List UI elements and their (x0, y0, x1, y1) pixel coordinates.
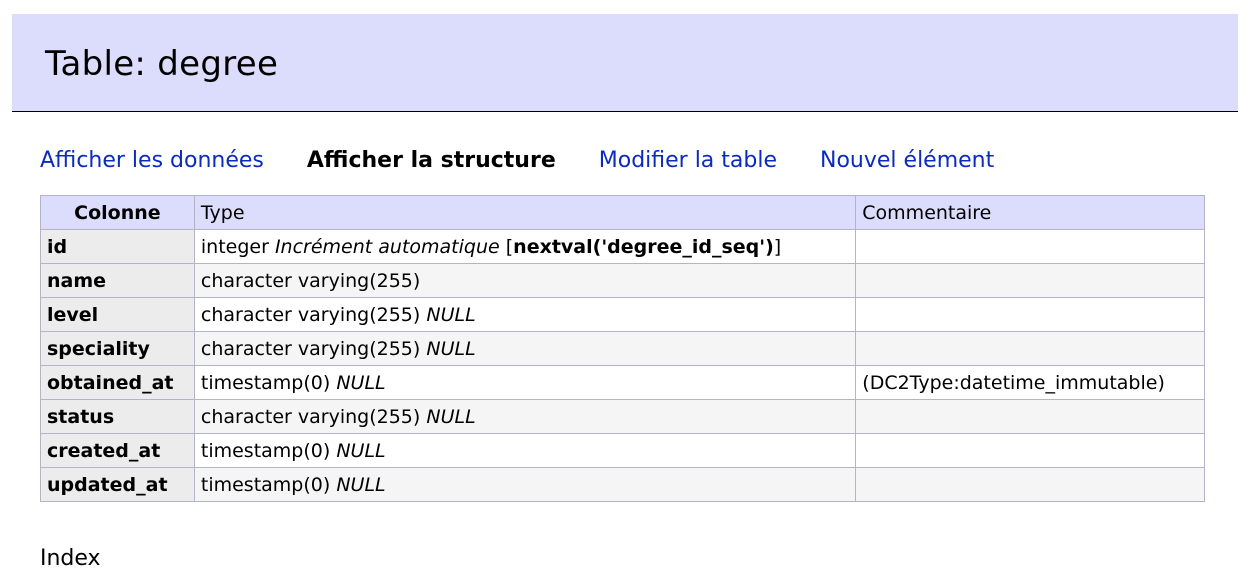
page-header: Table: degree (12, 14, 1238, 112)
column-comment (855, 263, 1205, 298)
column-name: level (40, 297, 195, 332)
column-comment (855, 399, 1205, 434)
structure-table: Colonne Type Commentaire id integer Incr… (40, 195, 1205, 502)
type-value: character varying(255) (200, 269, 421, 292)
column-comment (855, 229, 1205, 264)
null-label: NULL (336, 473, 386, 496)
view-structure-link: Afficher la structure (306, 148, 556, 173)
type-value: timestamp(0) (200, 371, 331, 394)
page-title: Table: degree (45, 44, 279, 84)
column-comment (855, 331, 1205, 366)
column-comment (855, 297, 1205, 332)
comment-header: Commentaire (855, 195, 1205, 230)
type-value: character varying(255) (200, 303, 421, 326)
column-type: character varying(255) NULL (193, 331, 857, 366)
type-header: Type (193, 195, 857, 230)
column-type: integer Incrément automatique [nextval('… (193, 229, 857, 264)
type-value: character varying(255) (200, 405, 421, 428)
table-row: id integer Incrément automatique [nextva… (40, 229, 1205, 264)
column-name: id (40, 229, 195, 264)
default-open-bracket: [ (499, 235, 514, 258)
column-name: speciality (40, 331, 195, 366)
column-type: character varying(255) (193, 263, 857, 298)
table-row: obtained_at timestamp(0) NULL (DC2Type:d… (40, 365, 1205, 400)
table-row: created_at timestamp(0) NULL (40, 433, 1205, 468)
column-type: timestamp(0) NULL (193, 467, 857, 502)
type-value: timestamp(0) (200, 439, 331, 462)
null-label: NULL (336, 439, 386, 462)
column-comment (855, 467, 1205, 502)
null-label: NULL (336, 371, 386, 394)
table-actions-nav: Afficher les données Afficher la structu… (40, 144, 1030, 178)
table-row: status character varying(255) NULL (40, 399, 1205, 434)
null-label: NULL (426, 303, 476, 326)
indexes-heading: Index (40, 546, 101, 571)
column-type: timestamp(0) NULL (193, 365, 857, 400)
column-type: character varying(255) NULL (193, 297, 857, 332)
null-label: NULL (426, 337, 476, 360)
table-row: level character varying(255) NULL (40, 297, 1205, 332)
column-name: updated_at (40, 467, 195, 502)
table-header-row: Colonne Type Commentaire (40, 195, 1205, 230)
new-item-link[interactable]: Nouvel élément (820, 148, 995, 173)
column-name: status (40, 399, 195, 434)
column-name: created_at (40, 433, 195, 468)
column-comment: (DC2Type:datetime_immutable) (855, 365, 1205, 400)
column-name: obtained_at (40, 365, 195, 400)
table-row: speciality character varying(255) NULL (40, 331, 1205, 366)
table-row: name character varying(255) (40, 263, 1205, 298)
null-label: NULL (426, 405, 476, 428)
type-value: timestamp(0) (200, 473, 331, 496)
autoincrement-label: Incrément automatique (274, 235, 500, 258)
table-row: updated_at timestamp(0) NULL (40, 467, 1205, 502)
column-name: name (40, 263, 195, 298)
default-value: nextval('degree_id_seq') (513, 235, 774, 258)
column-type: character varying(255) NULL (193, 399, 857, 434)
default-close-bracket: ] (773, 235, 782, 258)
type-value: character varying(255) (200, 337, 421, 360)
column-type: timestamp(0) NULL (193, 433, 857, 468)
view-data-link[interactable]: Afficher les données (40, 148, 264, 173)
column-comment (855, 433, 1205, 468)
alter-table-link[interactable]: Modifier la table (598, 148, 778, 173)
column-header: Colonne (40, 195, 195, 230)
type-value: integer (200, 235, 269, 258)
